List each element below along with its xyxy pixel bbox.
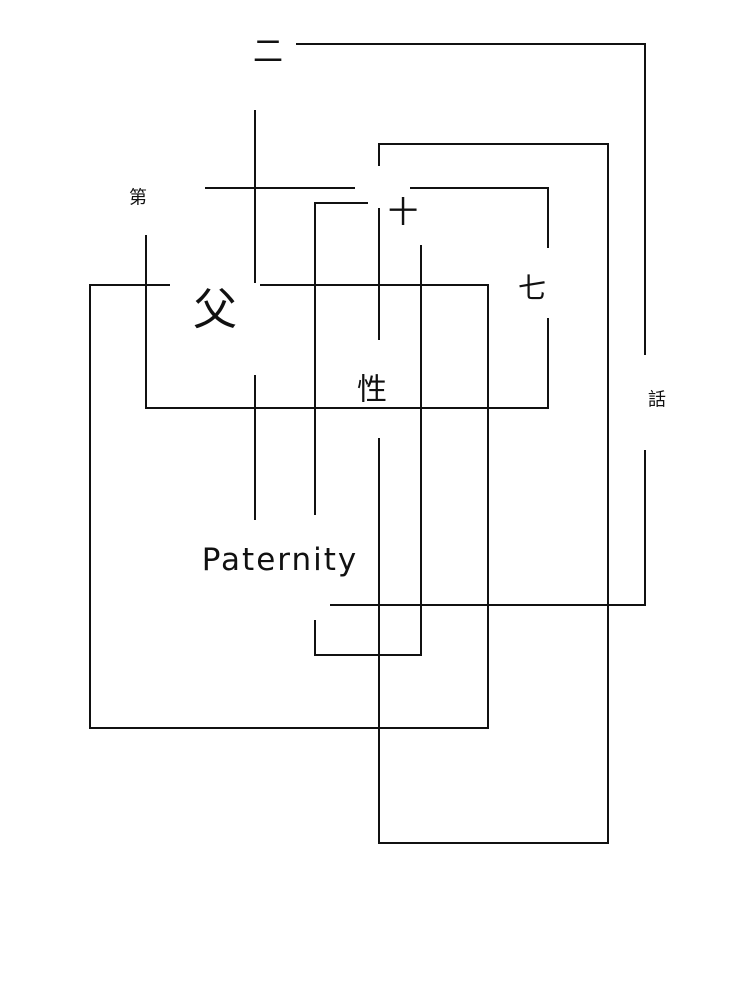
label-paternity: Paternity <box>202 542 359 578</box>
label-chichi: 父 <box>193 285 237 336</box>
connector-sei-top <box>378 143 609 844</box>
label-dai: 第 <box>129 188 147 209</box>
connector-juu-paternity <box>314 202 368 515</box>
connector-paternity-juu <box>314 245 422 656</box>
connector-shichi-dai <box>145 235 549 409</box>
connector-juu-shichi <box>410 187 549 248</box>
label-juu: 十 <box>388 196 418 231</box>
label-sei: 性 <box>357 373 387 408</box>
connector-chichi-loop <box>89 284 489 729</box>
label-shichi: 七 <box>518 272 546 305</box>
label-wa: 話 <box>648 390 666 411</box>
label-ni: 二 <box>253 35 283 70</box>
connector-wa-end <box>330 450 646 606</box>
connector-ni-wa <box>296 43 646 355</box>
